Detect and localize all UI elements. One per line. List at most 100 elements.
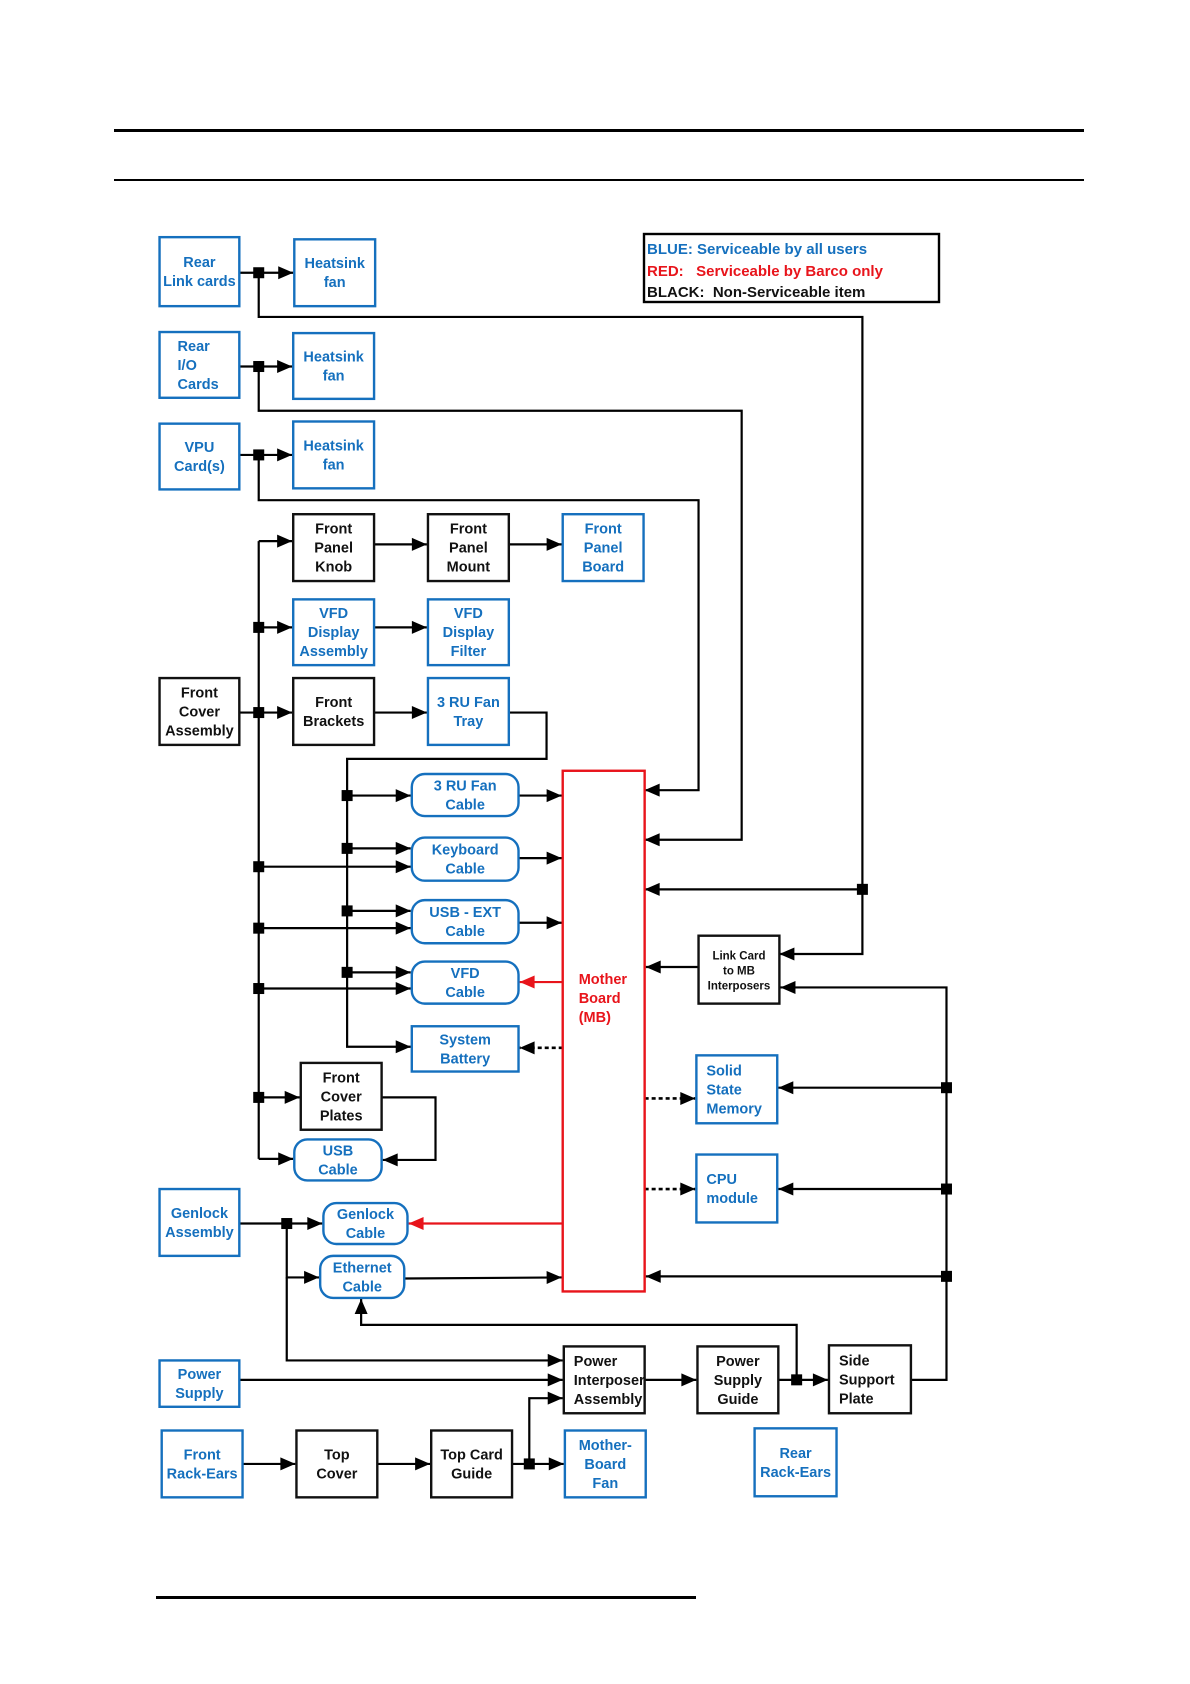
genlock-assembly-box bbox=[158, 1187, 241, 1258]
genlock-cable-label-line: Genlock bbox=[337, 1207, 395, 1223]
genlock-cable-box bbox=[322, 1201, 409, 1246]
solid-state-memory-label-line: Memory bbox=[706, 1101, 762, 1117]
heatsink-fan-2-label-line: Heatsink bbox=[303, 349, 364, 365]
rear-rack-ears-box bbox=[753, 1427, 838, 1498]
junction-link-mb bbox=[856, 883, 868, 895]
front-panel-mount-label-line: Panel bbox=[449, 541, 488, 557]
cable-trunk-to-vfd-arrowhead bbox=[395, 965, 411, 979]
power-supply-guide-label-line: Power bbox=[716, 1354, 760, 1370]
vfd-display-assembly-label-line: VFD bbox=[319, 606, 348, 622]
vfd-cable-label-line: VFD bbox=[451, 966, 480, 982]
junction-side-ssm bbox=[940, 1082, 952, 1094]
keyboard-cable-box bbox=[410, 836, 520, 882]
front-panel-knob-box bbox=[292, 513, 376, 583]
vfd-display-filter-label-line: Display bbox=[443, 625, 495, 641]
rear-rack-ears-label-line: Rear bbox=[779, 1446, 812, 1462]
top-cover-to-card-guide-arrowhead bbox=[415, 1457, 431, 1471]
front-cover-assembly-label-line: Front bbox=[181, 685, 218, 701]
tray-to-cable-trunk-line bbox=[346, 711, 548, 1048]
front-cover-assembly-label-line: Assembly bbox=[165, 723, 234, 739]
top-cover-label-line: Cover bbox=[316, 1466, 357, 1482]
front-panel-mount-label-line: Mount bbox=[447, 560, 491, 576]
system-battery-label-line: System bbox=[439, 1032, 491, 1048]
heatsink-fan-1-label-line: fan bbox=[324, 275, 346, 291]
front-brackets-box bbox=[292, 676, 376, 747]
mb-to-genlock-cable-arrowhead bbox=[408, 1217, 424, 1231]
side-support-plate-label-line: Support bbox=[839, 1372, 895, 1388]
genlock-assembly-label-line: Genlock bbox=[171, 1206, 229, 1222]
vfd-display-filter-label-line: Filter bbox=[451, 644, 487, 660]
cover-plates-to-usb-cable-arrowhead bbox=[382, 1153, 398, 1167]
link-junction-to-mb-arrowhead bbox=[644, 882, 660, 896]
link-cards-to-mb-line bbox=[257, 272, 864, 956]
power-interposer-assembly-label-line: Interposer bbox=[574, 1373, 645, 1389]
cover-plates-to-usb-cable-line bbox=[381, 1096, 437, 1162]
side-plate-to-ssm-arrowhead bbox=[778, 1081, 794, 1095]
io-cards-to-mb-line bbox=[257, 366, 743, 841]
link-card-to-mb-interposers-label-line: to MB bbox=[723, 966, 755, 978]
genlock-assembly-label-line: Assembly bbox=[165, 1225, 234, 1241]
front-cover-assembly-label-line: Cover bbox=[179, 704, 220, 720]
legend: BLUE: Serviceable by all users RED: Serv… bbox=[642, 232, 941, 304]
usb-ext-to-mb-arrowhead bbox=[546, 916, 562, 930]
mb-to-cpu-arrowhead bbox=[680, 1182, 696, 1196]
header-rule-top bbox=[114, 129, 1084, 132]
front-brackets-label-line: Front bbox=[315, 695, 352, 711]
junction-brackets bbox=[253, 707, 265, 719]
interposer-to-mb-arrowhead bbox=[645, 960, 661, 974]
vpu-to-mb-arrowhead bbox=[644, 783, 660, 797]
node-usb-ext-cable: USB - EXT Cable bbox=[410, 898, 520, 945]
power-supply-to-interposer-arrowhead bbox=[547, 1373, 563, 1387]
vfd-cable-box bbox=[410, 960, 520, 1005]
junction-front-keyboard bbox=[253, 861, 265, 873]
heatsink-fan-1-box bbox=[293, 238, 377, 308]
rear-io-cards-label-line: Rear bbox=[178, 339, 211, 355]
mb-to-battery-arrowhead bbox=[519, 1041, 535, 1055]
rear-io-cards-label-line: I/O bbox=[178, 358, 197, 374]
legend-black: BLACK: Non-Serviceable item bbox=[647, 284, 865, 301]
front-rack-ears-box bbox=[160, 1429, 244, 1499]
guide-to-side-plate-arrowhead bbox=[812, 1373, 828, 1387]
mother-board-fan-box bbox=[563, 1429, 647, 1499]
legend-box bbox=[642, 232, 941, 304]
connectors bbox=[239, 266, 952, 1471]
usb-ext-cable-label-line: Cable bbox=[445, 924, 485, 940]
usb-cable-label-line: Cable bbox=[318, 1162, 358, 1178]
side-plate-to-mb-arrowhead bbox=[645, 1269, 661, 1283]
usb-ext-cable-label-line: USB - EXT bbox=[429, 905, 501, 921]
front-brackets-label-line: Brackets bbox=[303, 714, 364, 730]
link-card-to-mb-interposers-label-line: Interposers bbox=[708, 981, 771, 993]
solid-state-memory-box bbox=[695, 1054, 779, 1125]
genlock-to-ethernet-line bbox=[285, 1223, 320, 1279]
junction-keyboard bbox=[341, 842, 353, 854]
junction-side-mb bbox=[940, 1270, 952, 1282]
junction-vfd-assembly bbox=[253, 621, 265, 633]
junction-usb-ext bbox=[341, 905, 353, 917]
fan-tray-3ru-box bbox=[426, 676, 511, 747]
heatsink-fan-1-label-line: Heatsink bbox=[304, 256, 365, 272]
solid-state-memory-label-line: State bbox=[706, 1082, 741, 1098]
rack-ears-to-top-cover-arrowhead bbox=[280, 1457, 296, 1471]
power-interposer-assembly-label-line: Power bbox=[574, 1354, 618, 1370]
link-card-to-mb-interposers-box bbox=[697, 934, 781, 1005]
junction-front-usb-ext bbox=[253, 922, 265, 934]
system-battery-label-line: Battery bbox=[440, 1051, 490, 1067]
front-cover-plates-label-line: Front bbox=[323, 1070, 360, 1086]
top-cover-label-line: Top bbox=[324, 1447, 350, 1463]
vfd-display-assembly-label-line: Display bbox=[308, 625, 360, 641]
power-supply-box bbox=[158, 1359, 241, 1408]
